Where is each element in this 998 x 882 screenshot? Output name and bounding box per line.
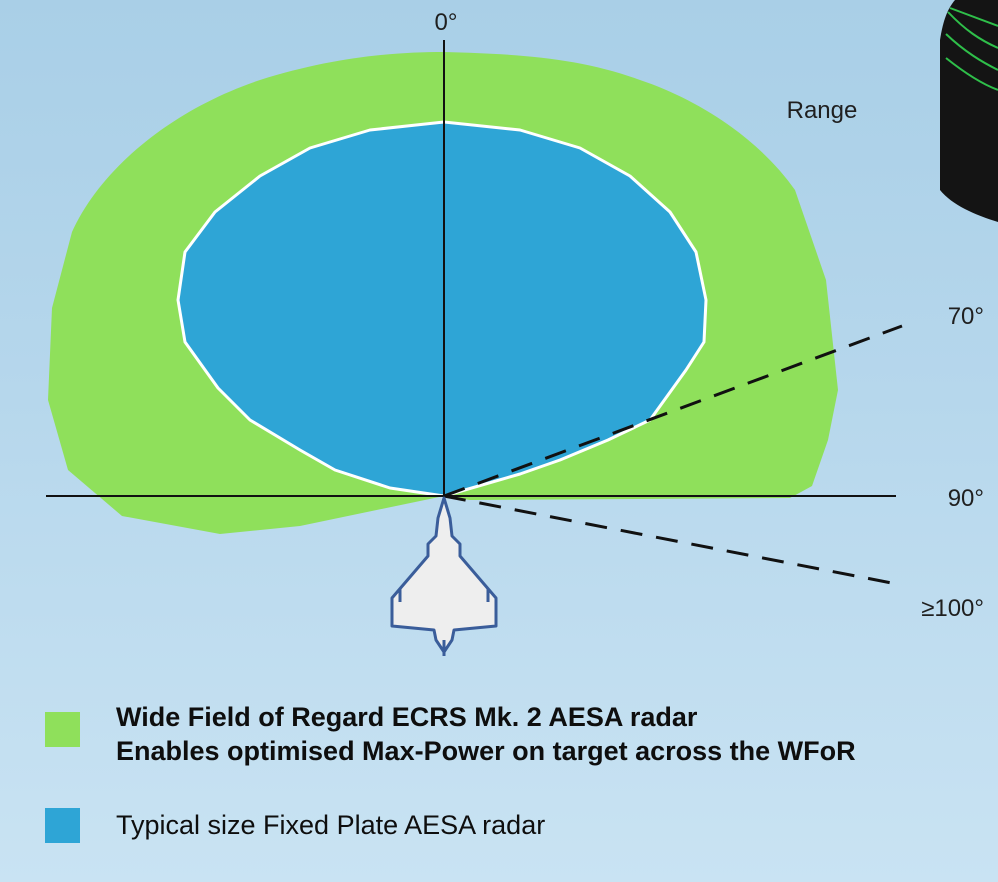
legend-wide-text: Wide Field of Regard ECRS Mk. 2 AESA rad… [116,700,856,768]
legend-wide-swatch [45,712,80,747]
legend-typical-text: Typical size Fixed Plate AESA radar [116,808,545,842]
angle-100-line [444,496,902,585]
legend-wide-line2: Enables optimised Max-Power on target ac… [116,734,856,768]
label-zero-degrees: 0° [435,9,458,36]
label-100-degrees: ≥100° [921,595,984,622]
radar-unit-corner-icon [940,0,998,222]
legend-fixed-plate: Typical size Fixed Plate AESA radar [45,808,545,843]
label-range: Range [787,97,858,124]
label-90-degrees: 90° [948,485,984,512]
legend-wide-line1: Wide Field of Regard ECRS Mk. 2 AESA rad… [116,700,856,734]
legend-wide-field: Wide Field of Regard ECRS Mk. 2 AESA rad… [45,700,856,768]
label-70-degrees: 70° [948,303,984,330]
legend-typical-swatch [45,808,80,843]
aircraft-icon [392,498,496,656]
